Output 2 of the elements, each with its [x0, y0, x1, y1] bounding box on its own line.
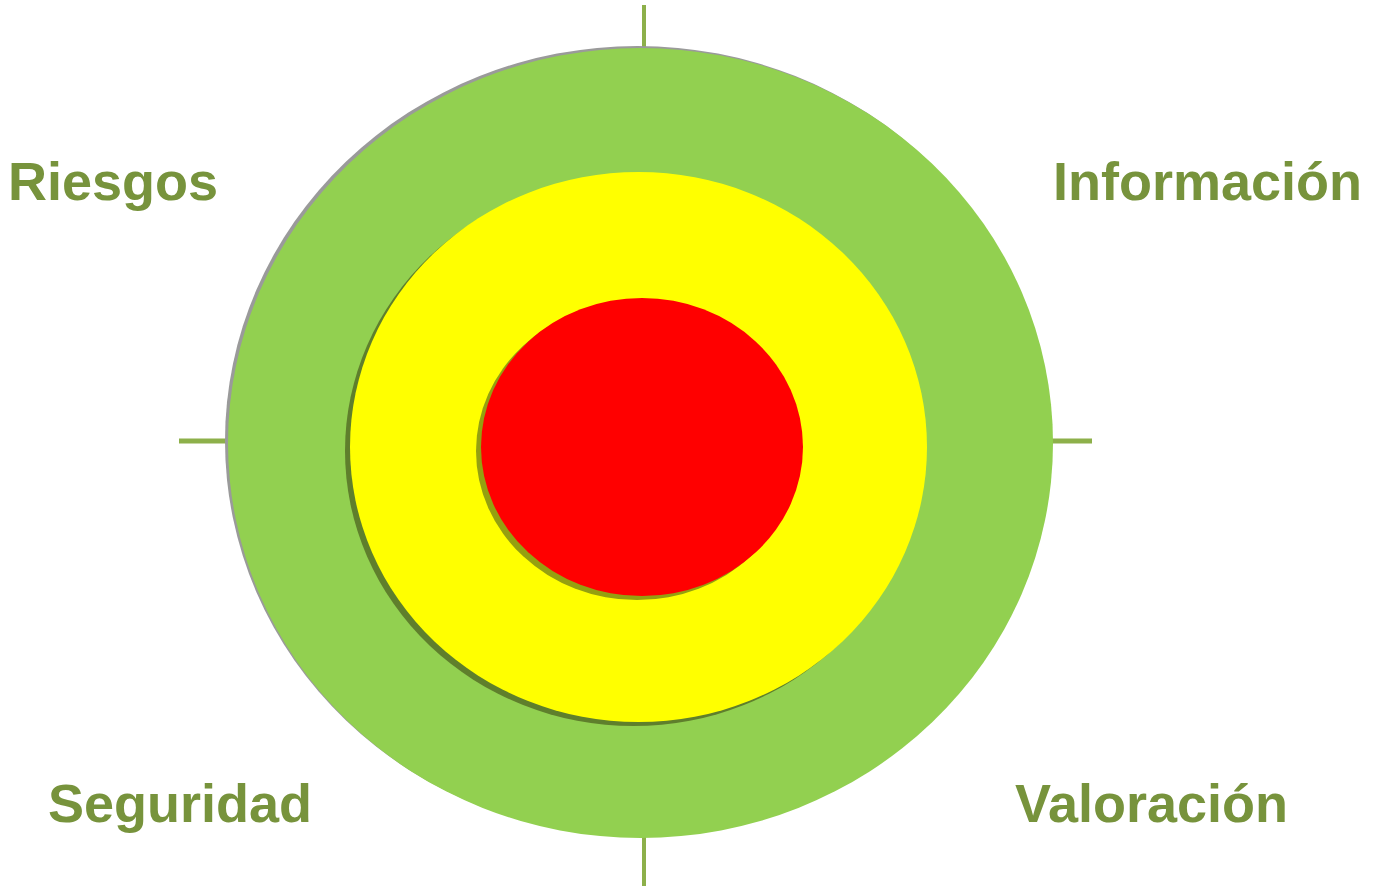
- category-label: Valoración: [1014, 776, 1288, 830]
- category-label: Información: [1052, 154, 1362, 208]
